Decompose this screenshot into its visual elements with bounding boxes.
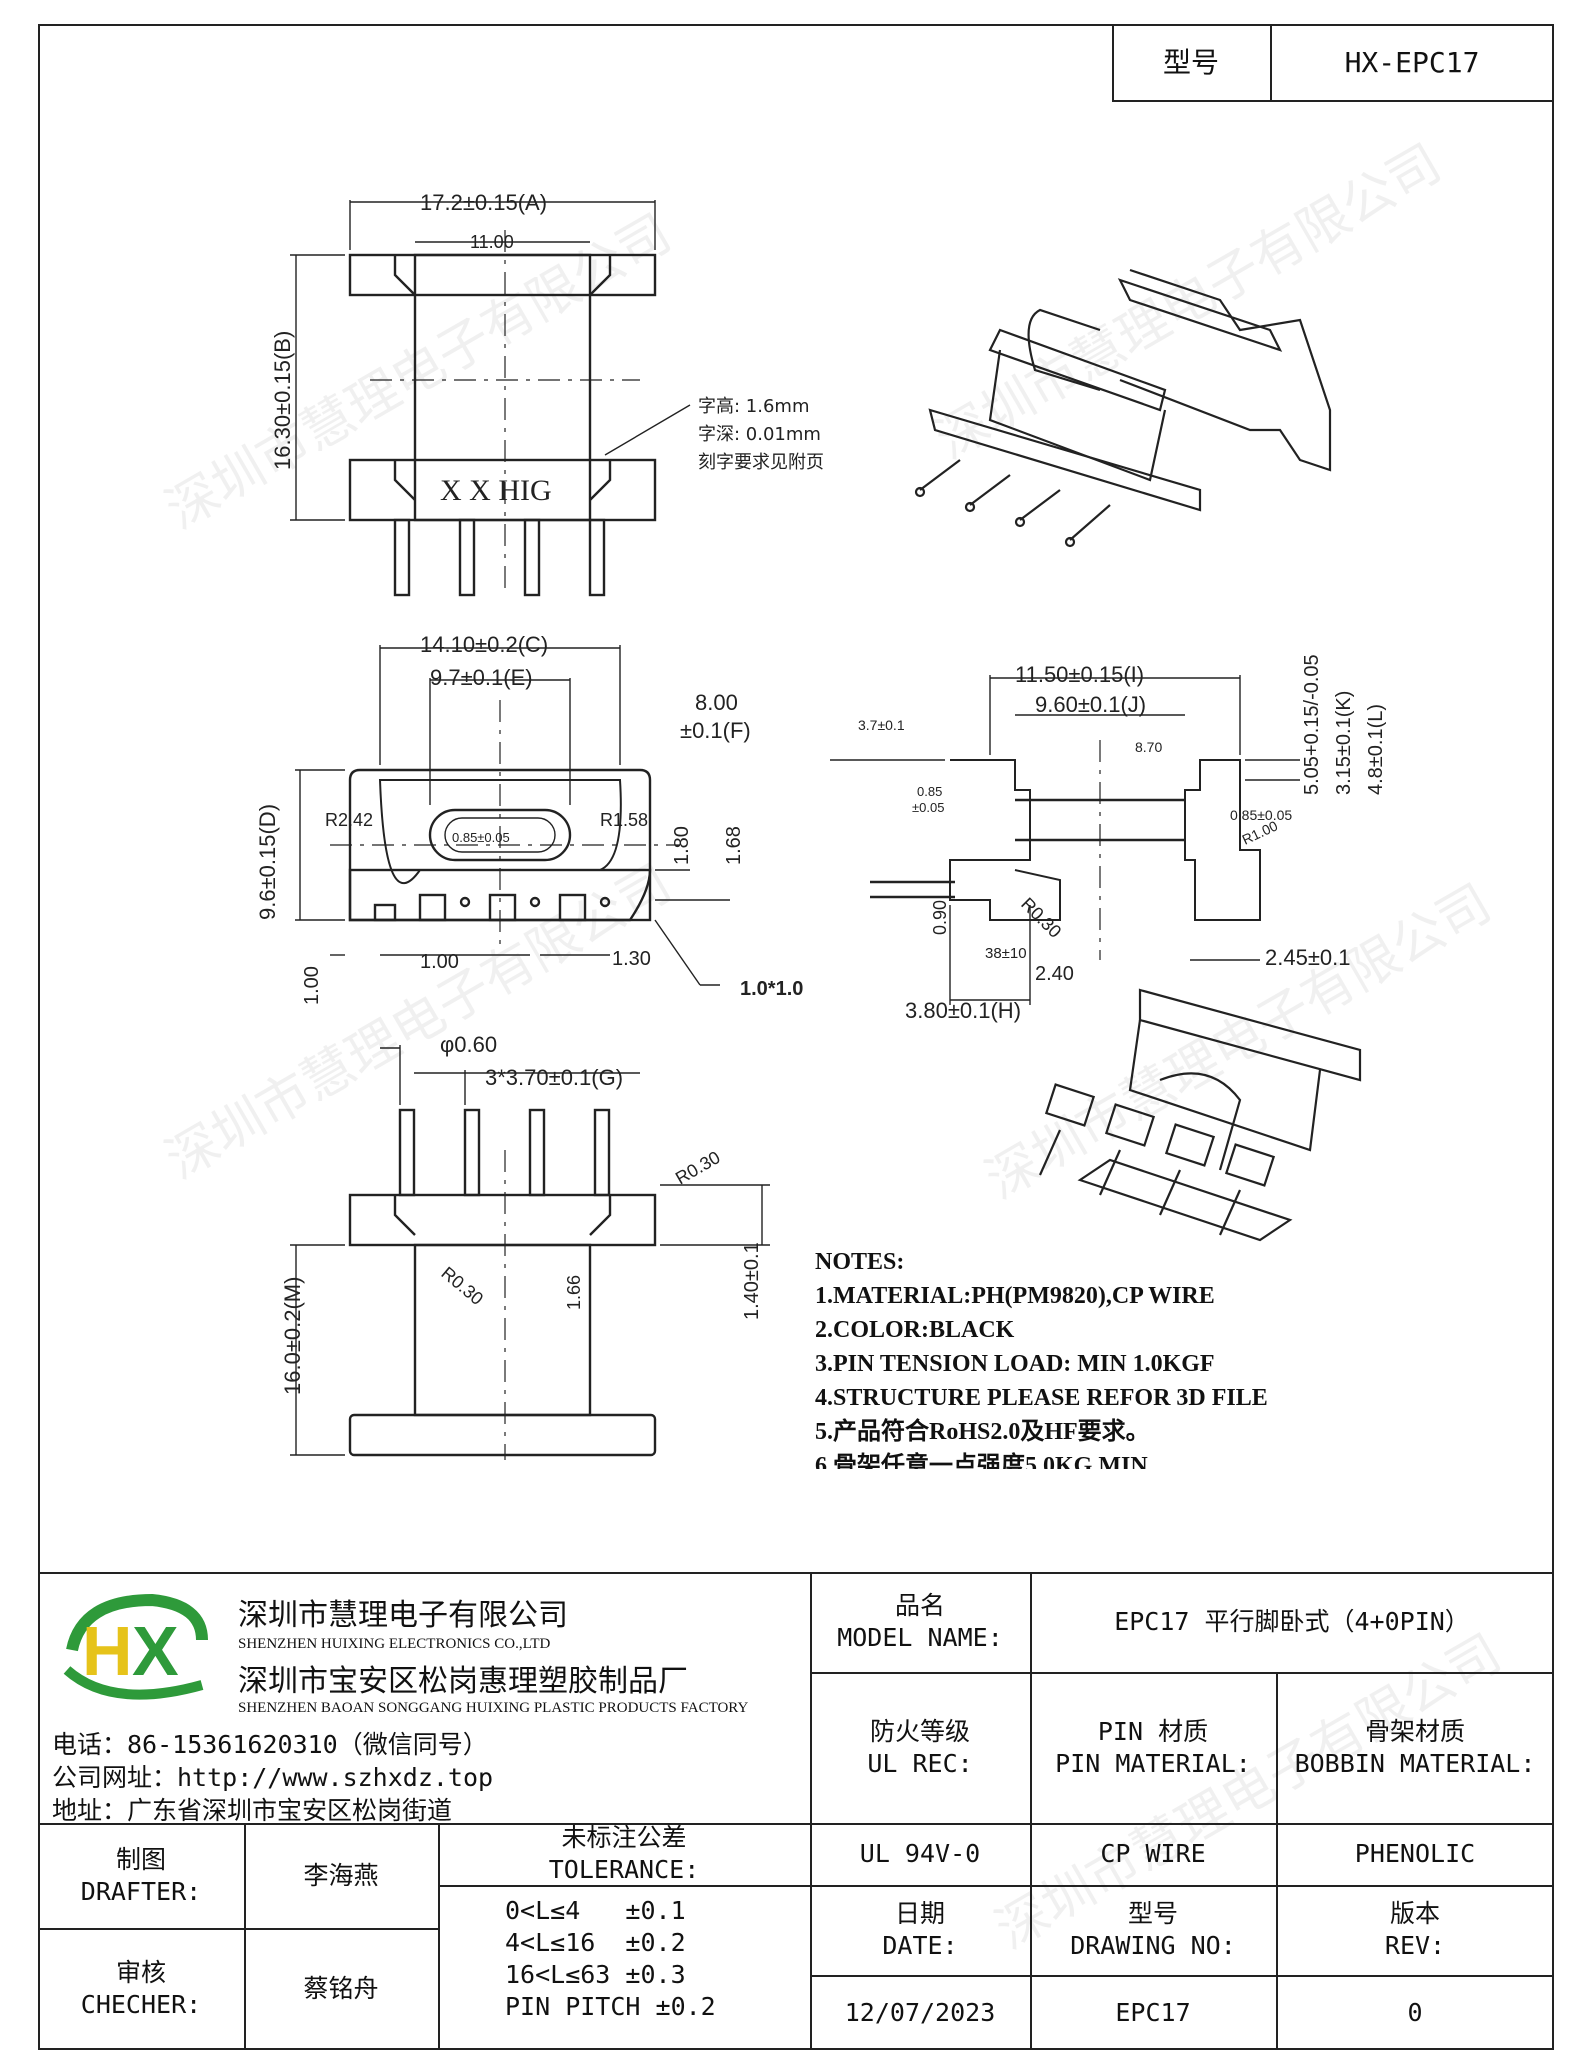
note-item: 1.MATERIAL:PH(PM9820),CP WIRE	[815, 1283, 1215, 1309]
part-marking: X X HIG	[440, 474, 552, 507]
dim-k: 3.15±0.1(K)	[1333, 691, 1355, 795]
dim-e: 9.7±0.1(E)	[430, 665, 533, 690]
header-model-value: HX-EPC17	[1344, 46, 1480, 79]
company-name-en: SHENZHEN HUIXING ELECTRONICS CO.,LTD	[238, 1636, 551, 1652]
note-item: 5.产品符合RoHS2.0及HF要求。	[815, 1419, 1150, 1445]
dim-inner: 11.00	[470, 232, 514, 252]
pin-diameter: φ0.60	[440, 1032, 497, 1057]
logo-letter-x: X	[132, 1612, 179, 1690]
ul-rec-value: UL 94V-0	[859, 1839, 981, 1868]
dim-180: 1.80	[671, 826, 693, 865]
header-model-box	[1112, 24, 1554, 102]
tolerance-row: 0<L≤4 ±0.1	[505, 1896, 686, 1925]
dim-c: 14.10±0.2(C)	[420, 632, 548, 657]
dim-j: 9.60±0.1(J)	[1035, 692, 1146, 717]
dim-37: 3.7±0.1	[858, 717, 905, 733]
factory-name-cn: 深圳市宝安区松岗惠理塑胶制品厂	[238, 1664, 688, 1699]
notes-title: NOTES:	[815, 1249, 905, 1275]
radius-030: R0.30	[1017, 894, 1065, 942]
note-item: 3.PIN TENSION LOAD: MIN 1.0KGF	[815, 1351, 1215, 1377]
company-address: 地址：广东省深圳市宝安区松岗街道	[52, 1796, 453, 1825]
dim-085b: 0.85±0.05	[1230, 807, 1292, 823]
header-model-label: 型号	[1162, 46, 1219, 79]
note-item: 2.COLOR:BLACK	[815, 1317, 1015, 1343]
dim-870: 8.70	[1135, 739, 1162, 755]
checker-label: 审核 CHECHER:	[80, 1958, 202, 2019]
dim-b: 16.30±0.15(B)	[270, 331, 295, 470]
model-name-value: EPC17 平行脚卧式（4+0PIN）	[1114, 1607, 1470, 1636]
isometric-view-top	[914, 268, 1332, 548]
dim-085a: 0.85	[917, 784, 942, 799]
tolerance-table: 0<L≤4 ±0.1 4<L≤16 ±0.2 16<L≤63 ±0.3 PIN …	[505, 1895, 716, 2023]
marking-note-1: 字高: 1.6mm	[698, 396, 809, 417]
technical-drawing: 17.2±0.15(A) 11.00 16.30±0.15(B) X X HIG…	[255, 190, 1387, 1460]
dim-245: 2.45±0.1	[1265, 945, 1350, 970]
date-label: 日期 DATE:	[882, 1899, 958, 1960]
slot-dim: 0.85±0.05	[452, 830, 510, 845]
side-view	[295, 645, 730, 986]
dim-h: 3.80±0.1(H)	[905, 998, 1021, 1023]
factory-name-en: SHENZHEN BAOAN SONGGANG HUIXING PLASTIC …	[238, 1700, 749, 1716]
dim-140: 1.40±0.1	[741, 1242, 763, 1320]
notes-block: NOTES: 1.MATERIAL:PH(PM9820),CP WIRE 2.C…	[815, 1245, 1268, 1469]
tolerance-row: 16<L≤63 ±0.3	[505, 1960, 686, 1989]
rev-label: 版本 REV:	[1384, 1899, 1446, 1960]
marking-note-3: 刻字要求见附页	[698, 452, 824, 473]
dim-i: 11.50±0.15(I)	[1015, 662, 1144, 687]
dim-38: 38±10	[985, 945, 1027, 962]
rev-value: 0	[1407, 1997, 1423, 2027]
marking-note-2: 字深: 0.01mm	[698, 424, 821, 445]
drawing-no-label: 型号 DRAWING NO:	[1070, 1899, 1236, 1960]
section-view	[830, 675, 1300, 1005]
tolerance-row: PIN PITCH ±0.2	[505, 1992, 716, 2021]
pin-material-value: CP WIRE	[1100, 1839, 1206, 1868]
dim-240: 2.40	[1035, 963, 1074, 985]
tolerance-row: 4<L≤16 ±0.2	[505, 1928, 686, 1957]
company-website: 公司网址：http://www.szhxdz.top	[52, 1763, 494, 1792]
radius-030b: R0.30	[437, 1263, 487, 1309]
isometric-view-bottom	[1038, 988, 1362, 1242]
note-item: 6.骨架任意一点强度5.0KG MIN.	[815, 1453, 1154, 1469]
company-logo: H X	[52, 1590, 217, 1710]
dim-130: 1.30	[612, 948, 651, 970]
bobbin-material-label: 骨架材质 BOBBIN MATERIAL:	[1294, 1716, 1536, 1778]
logo-letter-h: H	[82, 1612, 133, 1690]
pin-pitch: 3*3.70±0.1(G)	[485, 1065, 623, 1090]
checker-value: 蔡铭舟	[303, 1974, 379, 2003]
date-value: 12/07/2023	[844, 1997, 996, 2027]
dim-166: 1.66	[564, 1275, 584, 1310]
dim-a: 17.2±0.15(A)	[420, 190, 547, 215]
drafter-value: 李海燕	[303, 1860, 379, 1890]
radius-1: R2.42	[325, 810, 373, 830]
dim-m: 16.0±0.2(M)	[280, 1277, 305, 1395]
radius-2: R1.58	[600, 810, 648, 830]
dim-005a: ±0.05	[912, 800, 944, 815]
drawing-frame	[38, 24, 1554, 2050]
bottom-view	[290, 1045, 770, 1460]
dim-090: 0.90	[930, 900, 950, 935]
ul-rec-label: 防火等级 UL REC:	[867, 1716, 973, 1778]
dim-f2: ±0.1(F)	[680, 718, 751, 743]
dim-100-vert: 1.00	[301, 966, 323, 1005]
chamfer-dim: 1.0*1.0	[740, 978, 803, 1000]
bobbin-material-value: PHENOLIC	[1354, 1839, 1476, 1868]
model-name-label: 品名 MODEL NAME:	[837, 1591, 1003, 1652]
radius-030a: R0.30	[672, 1147, 724, 1188]
company-name-cn: 深圳市慧理电子有限公司	[238, 1598, 568, 1633]
tolerance-label: 未标注公差 TOLERANCE:	[548, 1823, 700, 1884]
pin-material-label: PIN 材质 PIN MATERIAL:	[1055, 1716, 1251, 1778]
dim-top: 5.05+0.15/-0.05	[1301, 654, 1323, 795]
dim-168: 1.68	[723, 826, 745, 865]
front-view	[290, 200, 691, 597]
note-item: 4.STRUCTURE PLEASE REFOR 3D FILE	[815, 1385, 1268, 1411]
drawing-no-value: EPC17	[1115, 1997, 1191, 2027]
drafter-label: 制图 DRAFTER:	[80, 1844, 202, 1906]
company-phone: 电话：86-15361620310（微信同号）	[52, 1730, 488, 1759]
dim-d: 9.6±0.15(D)	[255, 804, 280, 920]
dim-l: 4.8±0.1(L)	[1365, 704, 1387, 795]
dim-f1: 8.00	[695, 690, 738, 715]
dim-100: 1.00	[420, 951, 459, 973]
